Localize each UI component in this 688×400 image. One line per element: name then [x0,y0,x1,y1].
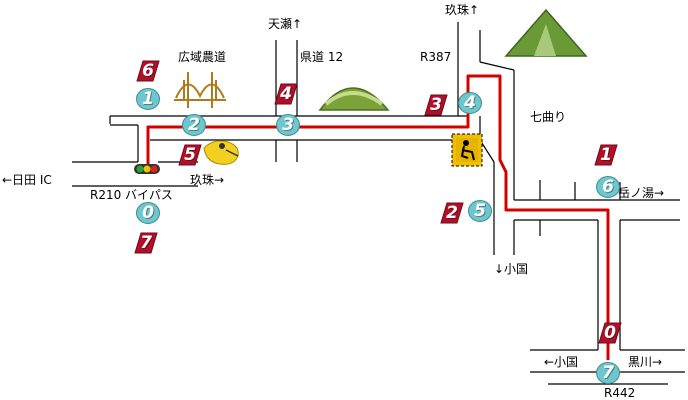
cyan-marker-2: 2 [182,114,206,136]
red-marker-2: 2 [440,202,464,224]
red-marker-3: 3 [424,94,448,116]
label-oguni-south: ↓小国 [494,262,529,276]
workers-icon [203,140,239,165]
label-r210: R210 バイパス [90,188,173,202]
label-r442: R442 [604,386,636,400]
red-marker-0: 0 [598,322,622,344]
cyan-marker-1: 1 [136,88,160,110]
road-line [479,61,515,71]
cyan-marker-0: 0 [136,202,160,224]
cyan-marker-4: 4 [458,92,482,114]
label-kurokawa: 黒川→ [628,355,663,369]
label-amase: 天瀬↑ [268,17,303,31]
label-takenoyu: 岳ノ湯→ [618,186,665,200]
red-marker-5: 5 [178,144,202,166]
bridge-icon [174,72,226,108]
cyan-marker-5: 5 [468,200,492,222]
label-nanamagari: 七曲り [530,110,567,124]
label-kusu-east: 玖珠→ [190,173,225,187]
cyan-marker-7: 7 [596,362,620,384]
traffic-light-icon [134,164,160,174]
cyan-marker-3: 3 [276,114,300,136]
label-hita-ic: ←日田 IC [2,173,52,187]
roads [72,22,685,385]
mountain-icon [504,8,588,57]
red-marker-4: 4 [274,83,298,105]
cyan-marker-6: 6 [596,176,620,198]
label-kendo-12: 県道 12 [300,50,344,64]
red-marker-1: 1 [594,144,618,166]
hill-icon [318,87,390,111]
red-marker-6: 6 [136,60,160,82]
route-line [146,74,610,360]
road-line [479,139,495,163]
label-oguni-west: ←小国 [544,355,579,369]
label-koiki-nodo: 広域農道 [178,50,227,64]
red-marker-7: 7 [134,232,158,254]
construction-sign-icon [451,133,483,167]
label-r387: R387 [420,50,452,64]
label-kusu-north: 玖珠↑ [445,3,480,17]
